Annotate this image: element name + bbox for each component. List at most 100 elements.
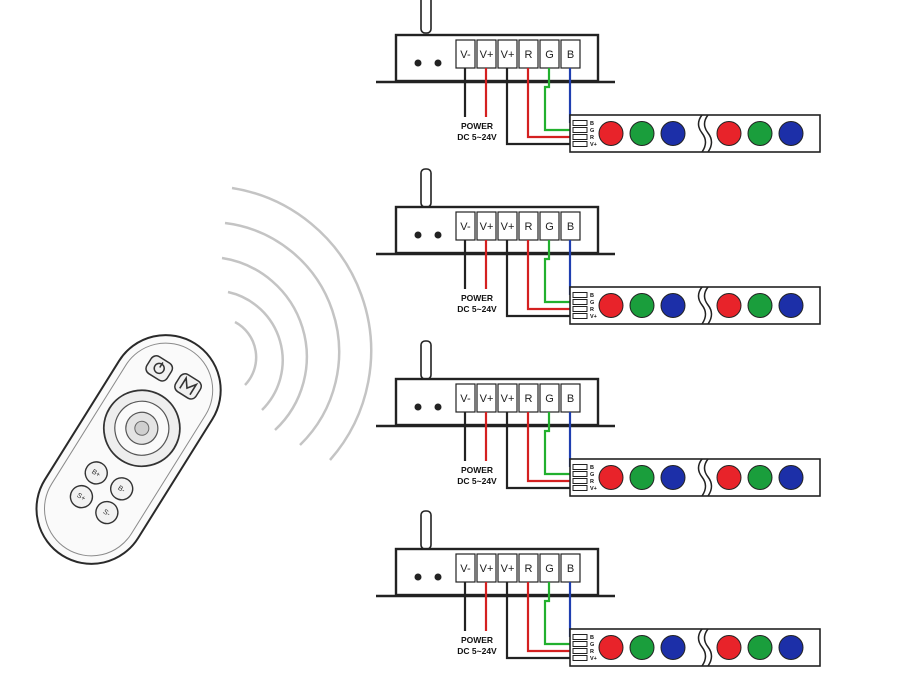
power-button-icon[interactable] <box>144 354 175 384</box>
remote-button-label: B+ <box>90 468 101 479</box>
strip-cut-mark <box>703 286 713 325</box>
strip-wire-green <box>543 412 570 476</box>
remote-button-2[interactable]: B- <box>107 474 137 504</box>
remote-button-label: S- <box>102 509 112 519</box>
strip-pin-label: B <box>590 635 594 641</box>
power-voltage-label: DC 5~24V <box>457 304 497 314</box>
led <box>598 121 624 146</box>
led <box>629 121 655 146</box>
terminal-4: G <box>539 383 560 413</box>
led <box>660 635 686 660</box>
terminal-2: V+ <box>497 383 518 413</box>
terminal-4: G <box>539 39 560 69</box>
strip-wire-red <box>526 68 570 139</box>
terminal-label: G <box>545 393 554 405</box>
antenna-icon <box>420 510 432 550</box>
strip-pin-label: B <box>590 293 594 299</box>
mode-button-icon[interactable] <box>173 372 204 402</box>
led <box>778 465 804 490</box>
strip-pin-label: R <box>590 307 594 313</box>
strip-cut-mark <box>703 458 713 497</box>
strip-pin <box>572 292 588 298</box>
terminal-label: R <box>525 563 533 575</box>
remote-control: B+ B- S+ S- <box>35 186 373 565</box>
led <box>747 465 773 490</box>
screw-hole-icon <box>414 573 422 581</box>
screw-hole-icon <box>434 403 442 411</box>
remote-button-4[interactable]: S- <box>92 497 122 527</box>
strip-pin <box>572 485 588 491</box>
led <box>747 293 773 318</box>
terminal-5: B <box>560 211 581 241</box>
terminal-0: V- <box>455 383 476 413</box>
led <box>716 293 742 318</box>
antenna-icon <box>420 340 432 380</box>
terminal-label: B <box>567 563 574 575</box>
terminal-3: R <box>518 211 539 241</box>
terminal-label: G <box>545 49 554 61</box>
terminal-label: G <box>545 563 554 575</box>
strip-wire-red <box>526 412 570 483</box>
wires <box>463 240 572 318</box>
terminal-2: V+ <box>497 211 518 241</box>
strip-wire-vplus <box>505 412 570 490</box>
led <box>629 635 655 660</box>
terminal-label: V+ <box>480 393 494 405</box>
terminal-3: R <box>518 383 539 413</box>
strip-pin <box>572 127 588 133</box>
strip-pin <box>572 120 588 126</box>
terminal-label: V+ <box>480 563 494 575</box>
led <box>660 293 686 318</box>
led <box>598 465 624 490</box>
terminal-0: V- <box>455 553 476 583</box>
strip-cut-mark <box>697 286 707 325</box>
strip-pin <box>572 655 588 661</box>
strip-pin-label: G <box>590 300 594 306</box>
strip-pin-label: V+ <box>590 486 597 492</box>
power-label: POWER <box>461 121 493 131</box>
strip-pin-label: V+ <box>590 314 597 320</box>
led <box>629 465 655 490</box>
terminal-label: V+ <box>501 563 515 575</box>
power-label: POWER <box>461 465 493 475</box>
power-label: POWER <box>461 293 493 303</box>
terminal-5: B <box>560 553 581 583</box>
led <box>598 635 624 660</box>
strip-pin-label: R <box>590 479 594 485</box>
terminal-label: V- <box>460 563 471 575</box>
terminal-0: V- <box>455 211 476 241</box>
strip-pin-label: G <box>590 642 594 648</box>
led <box>778 293 804 318</box>
terminal-label: B <box>567 49 574 61</box>
antenna-icon <box>420 0 432 34</box>
terminal-label: V+ <box>501 49 515 61</box>
terminal-4: G <box>539 553 560 583</box>
terminal-label: V+ <box>501 393 515 405</box>
led <box>778 121 804 146</box>
led <box>598 293 624 318</box>
remote-button-3[interactable]: S+ <box>66 481 96 511</box>
strip-wire-green <box>543 68 570 132</box>
strip-wire-red <box>526 240 570 311</box>
strip-pin-label: G <box>590 128 594 134</box>
color-touch-wheel[interactable] <box>89 376 194 481</box>
screw-hole-icon <box>434 59 442 67</box>
led <box>716 465 742 490</box>
screw-hole-icon <box>414 59 422 67</box>
terminal-0: V- <box>455 39 476 69</box>
strip-cut-mark <box>697 458 707 497</box>
terminal-1: V+ <box>476 553 497 583</box>
terminal-5: B <box>560 383 581 413</box>
led <box>629 293 655 318</box>
strip-wire-red <box>526 582 570 653</box>
strip-pin-label: B <box>590 465 594 471</box>
remote-button-1[interactable]: B+ <box>81 458 111 488</box>
strip-cut-mark <box>697 628 707 667</box>
led <box>660 465 686 490</box>
